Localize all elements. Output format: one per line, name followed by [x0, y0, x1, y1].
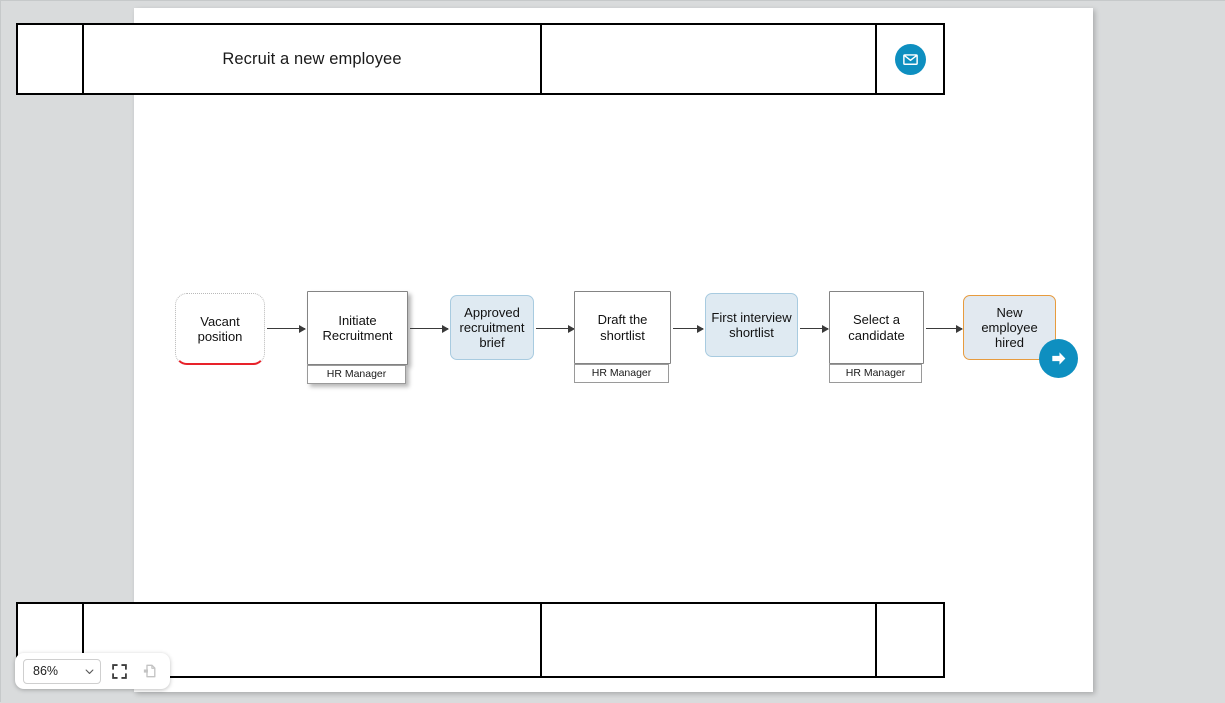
- flow-node-label: Vacant position: [197, 313, 243, 344]
- arrow-right-icon: [1052, 352, 1066, 365]
- flow-node-role: HR Manager: [829, 364, 922, 383]
- header-table: Recruit a new employee: [16, 23, 945, 95]
- flow-node-role: HR Manager: [307, 365, 406, 384]
- flow-node-initiate-recruitment[interactable]: Initiate Recruitment HR Manager: [307, 291, 408, 384]
- flow-node-label: Approved recruitment brief: [459, 304, 525, 351]
- header-cell-left[interactable]: [18, 25, 84, 93]
- footer-table: [16, 602, 945, 678]
- footer-cell-main[interactable]: [84, 604, 542, 676]
- fit-screen-icon: [112, 663, 127, 679]
- flow-node-label: Draft the shortlist: [597, 312, 648, 343]
- flow-node-draft-the-shortlist[interactable]: Draft the shortlist HR Manager: [574, 291, 671, 383]
- header-cell-middle[interactable]: [542, 25, 877, 93]
- zoom-level-value: 86%: [33, 664, 59, 678]
- header-cell-title[interactable]: Recruit a new employee: [84, 25, 542, 93]
- flow-node-label: First interview shortlist: [711, 309, 792, 340]
- flow-node-role: HR Manager: [574, 364, 669, 383]
- page-icon: [143, 664, 155, 678]
- flow-node-label: Initiate Recruitment: [322, 312, 393, 343]
- envelope-icon: [902, 53, 918, 65]
- event-accent-arc: [175, 341, 265, 365]
- zoom-toolbar: 86%: [15, 653, 170, 689]
- flow-node-first-interview-shortlist[interactable]: First interview shortlist: [705, 293, 798, 357]
- flow-node-approved-recruitment-brief[interactable]: Approved recruitment brief: [450, 295, 534, 360]
- mail-button[interactable]: [894, 43, 926, 75]
- footer-cell-left[interactable]: [18, 604, 84, 676]
- flow-node-select-a-candidate[interactable]: Select a candidate HR Manager: [829, 291, 924, 383]
- header-cell-icon: [877, 25, 943, 93]
- chevron-down-icon: [85, 668, 94, 674]
- fit-screen-button[interactable]: [108, 660, 131, 683]
- page-view-button[interactable]: [138, 660, 161, 683]
- footer-cell-right[interactable]: [877, 604, 943, 676]
- next-step-button[interactable]: [1039, 339, 1078, 378]
- flow-node-vacant-position[interactable]: Vacant position: [175, 293, 265, 365]
- page-title: Recruit a new employee: [222, 49, 402, 68]
- zoom-level-select[interactable]: 86%: [23, 658, 101, 684]
- flow-node-label: New employee hired: [981, 304, 1038, 351]
- flow-node-label: Select a candidate: [848, 312, 905, 343]
- footer-cell-middle[interactable]: [542, 604, 877, 676]
